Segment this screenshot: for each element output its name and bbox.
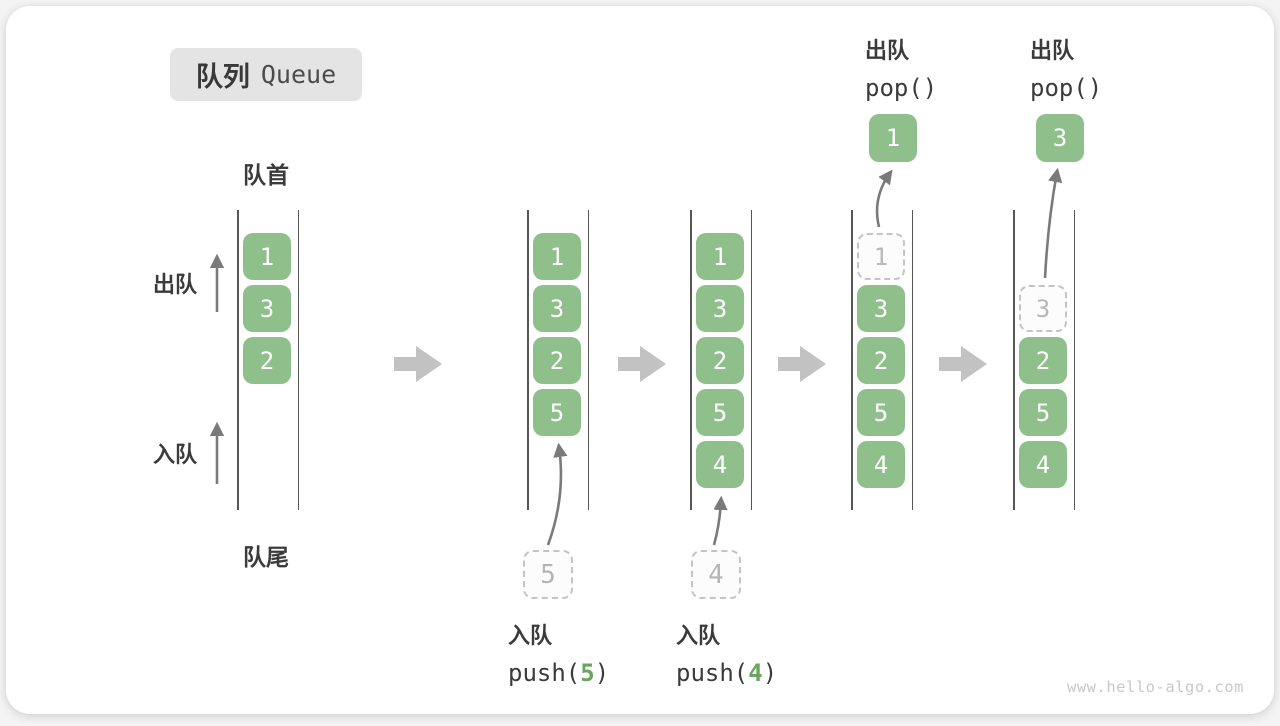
pop-action-text: 出队	[865, 38, 910, 63]
popped-item: 3	[1036, 114, 1084, 162]
queue-item-dashed: 1	[857, 233, 905, 280]
queue-item: 4	[857, 441, 905, 488]
label-queue-front: 队首	[243, 162, 289, 188]
popped-item: 1	[869, 114, 917, 162]
label-dequeue-left: 出队	[153, 272, 198, 297]
queue-item: 2	[1019, 337, 1067, 384]
watermark: www.hello-algo.com	[1067, 678, 1244, 696]
arrows-layer	[209, 167, 1063, 546]
queue-item-dashed: 3	[1019, 285, 1067, 332]
title-zh: 队列	[195, 62, 250, 92]
queue-wall	[527, 210, 529, 510]
diagram-card: 队列 Queue 队首 队尾 出队 入队 1 3 2 1 3 2 5 5 1 3 2 5 4 4 1 3 2 5 4…	[6, 6, 1274, 714]
push-action-text: 入队	[676, 623, 721, 648]
queue-item: 1	[696, 233, 744, 280]
queue-wall	[1073, 210, 1075, 510]
push-label-5: 入队 push(5)	[508, 618, 609, 687]
label-enqueue-left: 入队	[153, 442, 198, 467]
push-code-text: push(5)	[508, 659, 610, 687]
queue-wall	[1013, 210, 1015, 510]
incoming-item-ghost: 5	[523, 550, 573, 599]
queue-item: 3	[533, 285, 581, 332]
title-en: Queue	[260, 60, 337, 89]
queue-wall	[750, 210, 752, 510]
incoming-item-ghost: 4	[691, 550, 741, 599]
pop-code-text: pop()	[865, 74, 938, 102]
queue-item: 3	[696, 285, 744, 332]
queue-wall	[237, 210, 239, 510]
queue-item: 5	[857, 389, 905, 436]
push-arg: 5	[580, 659, 595, 687]
push-arg: 4	[748, 659, 763, 687]
queue-item: 1	[243, 233, 291, 280]
queue-item: 1	[533, 233, 581, 280]
push-action-text: 入队	[508, 623, 553, 648]
queue-item: 5	[533, 389, 581, 436]
pop-label-1: 出队 pop()	[865, 33, 937, 102]
queue-state-4: 1 3 2 5 4	[851, 210, 913, 510]
pop-action-text: 出队	[1030, 38, 1075, 63]
queue-item: 2	[533, 337, 581, 384]
queue-state-3: 1 3 2 5 4	[690, 210, 752, 510]
pop-code-text: pop()	[1030, 74, 1103, 102]
queue-wall	[851, 210, 853, 510]
queue-item: 4	[1019, 441, 1067, 488]
queue-wall	[911, 210, 913, 510]
queue-state-2: 1 3 2 5	[527, 210, 589, 510]
queue-state-5: 3 2 5 4	[1013, 210, 1075, 510]
queue-item: 4	[696, 441, 744, 488]
queue-item: 3	[857, 285, 905, 332]
queue-item: 3	[243, 285, 291, 332]
queue-item: 2	[243, 337, 291, 384]
queue-item: 5	[696, 389, 744, 436]
queue-item: 2	[857, 337, 905, 384]
label-queue-rear: 队尾	[243, 544, 289, 570]
queue-wall	[297, 210, 299, 510]
push-label-4: 入队 push(4)	[676, 618, 777, 687]
queue-wall	[587, 210, 589, 510]
pop-label-2: 出队 pop()	[1030, 33, 1102, 102]
queue-item: 5	[1019, 389, 1067, 436]
queue-wall	[690, 210, 692, 510]
queue-state-1: 1 3 2	[237, 210, 299, 510]
push-code-text: push(4)	[676, 659, 778, 687]
title-badge: 队列 Queue	[170, 48, 362, 101]
queue-item: 2	[696, 337, 744, 384]
